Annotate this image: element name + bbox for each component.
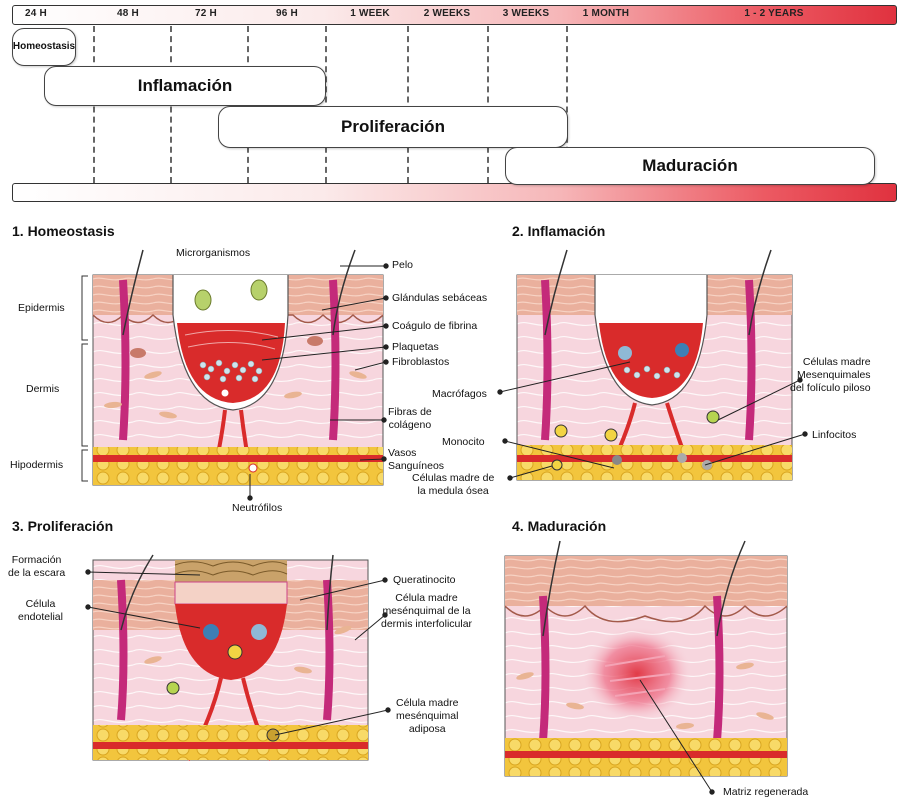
maduracion-leader-lines: [0, 0, 897, 803]
